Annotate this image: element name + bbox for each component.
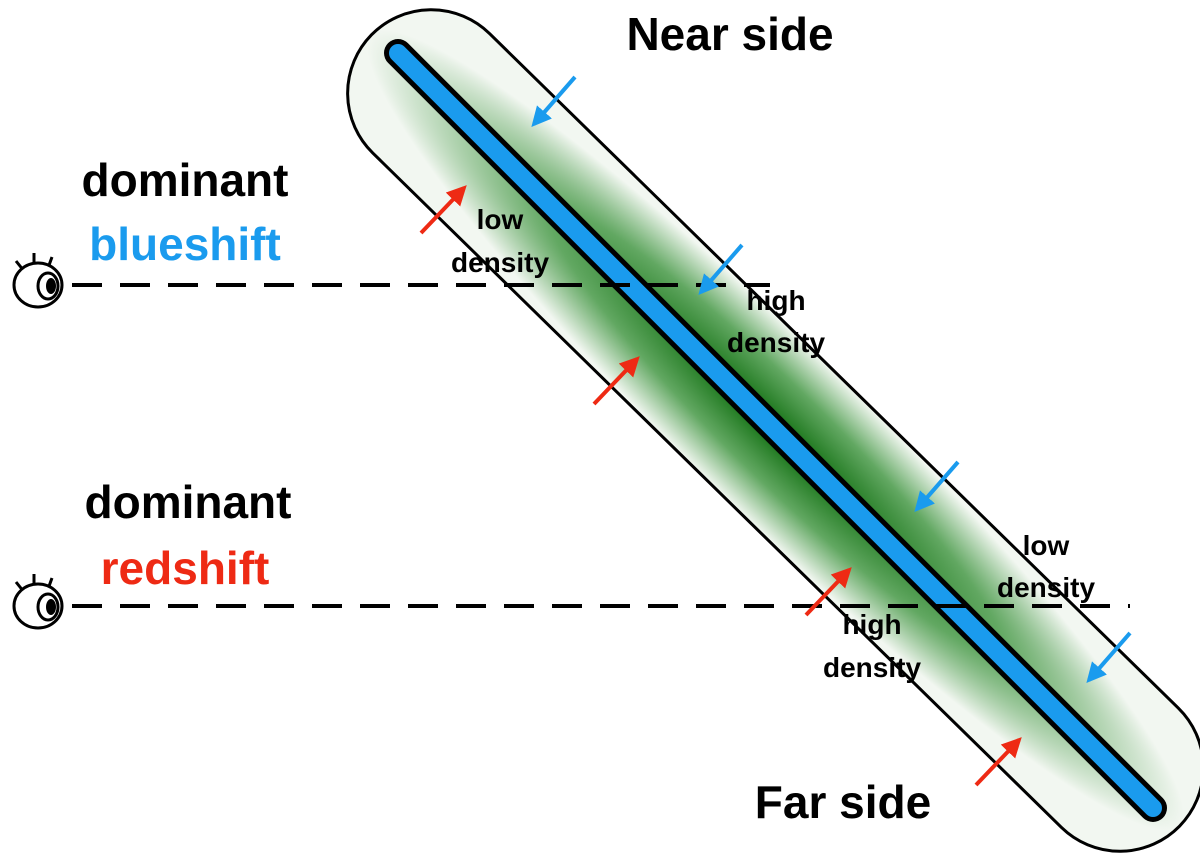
arrow-down-left-icon (698, 243, 744, 296)
dominant-blueshift-line1: dominant (82, 154, 289, 206)
arrow-down-left-icon (1086, 631, 1132, 684)
arrow-down-left-icon (914, 460, 960, 513)
eye-icon (12, 253, 64, 309)
high-density-bottom-line2: density (823, 652, 921, 683)
arrow-up-right-icon (804, 567, 852, 617)
low-density-top-line2: density (451, 247, 549, 278)
high-density-bottom-line1: high (842, 609, 901, 640)
arrow-down-left-icon (531, 75, 577, 128)
arrow-up-right-icon (419, 185, 467, 235)
blue-arrows (531, 75, 1132, 684)
low-density-top-line1: low (477, 204, 524, 235)
dominant-blueshift-line2: blueshift (89, 218, 281, 270)
arrow-up-right-icon (592, 356, 640, 406)
dominant-redshift-line2: redshift (101, 542, 270, 594)
eye-icon (12, 574, 64, 630)
near-side-label: Near side (626, 8, 833, 60)
low-density-bottom-line2: density (997, 572, 1095, 603)
arrow-up-right-icon (974, 737, 1022, 787)
low-density-bottom-line1: low (1023, 530, 1070, 561)
dominant-redshift-line1: dominant (85, 476, 292, 528)
high-density-top-line1: high (746, 285, 805, 316)
far-side-label: Far side (755, 776, 931, 828)
red-arrows (419, 185, 1022, 787)
high-density-top-line2: density (727, 327, 825, 358)
